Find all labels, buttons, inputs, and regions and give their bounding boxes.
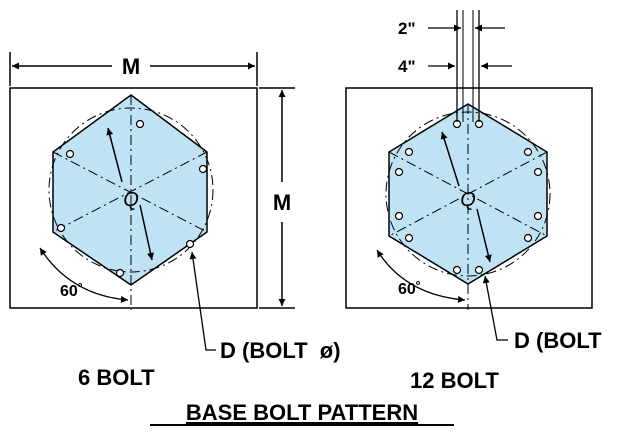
diagram-title: BASE BOLT PATTERN	[186, 400, 418, 425]
gap-small-label: 2"	[398, 19, 416, 38]
gap-large-label: 4"	[398, 57, 416, 76]
bolt-hole	[394, 211, 404, 221]
right-centerlines	[388, 104, 548, 310]
height-dimension	[259, 87, 295, 309]
bolt-hole	[404, 233, 414, 243]
bolt-hole	[523, 233, 533, 243]
left-caption: 6 BOLT	[78, 365, 155, 390]
bolt-hole	[523, 147, 533, 157]
right-bolt-label: D (BOLT	[514, 328, 602, 353]
twelve-bolt-pattern: Q 2" 4" 60˚ D (BOLT 12 BOLT	[345, 10, 602, 393]
right-radius-arrows	[440, 131, 492, 263]
left-center-label: Q	[123, 189, 139, 211]
left-bolt-label: D (BOLT ø)	[220, 338, 341, 363]
bolt-hole	[56, 223, 66, 233]
bolt-hole	[474, 265, 484, 275]
bolt-hole	[185, 239, 195, 249]
right-angle-arc	[376, 249, 466, 303]
bolt-hole	[135, 119, 145, 129]
bolt-hole	[404, 147, 414, 157]
left-bolt-leader	[189, 251, 216, 351]
bolt-hole	[533, 167, 543, 177]
left-radius-arrows	[106, 127, 154, 261]
bolt-hole	[394, 167, 404, 177]
left-centerlines	[52, 95, 208, 310]
bolt-hole	[533, 211, 543, 221]
six-bolt-pattern: Q M 60˚ D (BOLT ø) 6 BOLT	[9, 52, 341, 390]
bolt-hole	[65, 149, 75, 159]
gap-dimension	[428, 10, 512, 122]
height-label: M	[273, 190, 291, 215]
left-angle-arc	[39, 247, 129, 303]
right-angle-label: 60˚	[398, 281, 421, 298]
left-bolt-circle	[48, 107, 214, 273]
left-width-label: M	[122, 54, 140, 79]
right-center-label: Q	[460, 189, 476, 211]
bolt-hole	[115, 268, 125, 278]
bolt-hole	[198, 164, 208, 174]
right-caption: 12 BOLT	[410, 368, 499, 393]
left-angle-label: 60˚	[60, 283, 83, 300]
bolt-hole	[452, 265, 462, 275]
right-bolt-leader	[482, 275, 508, 341]
left-width-dimension	[9, 52, 258, 86]
